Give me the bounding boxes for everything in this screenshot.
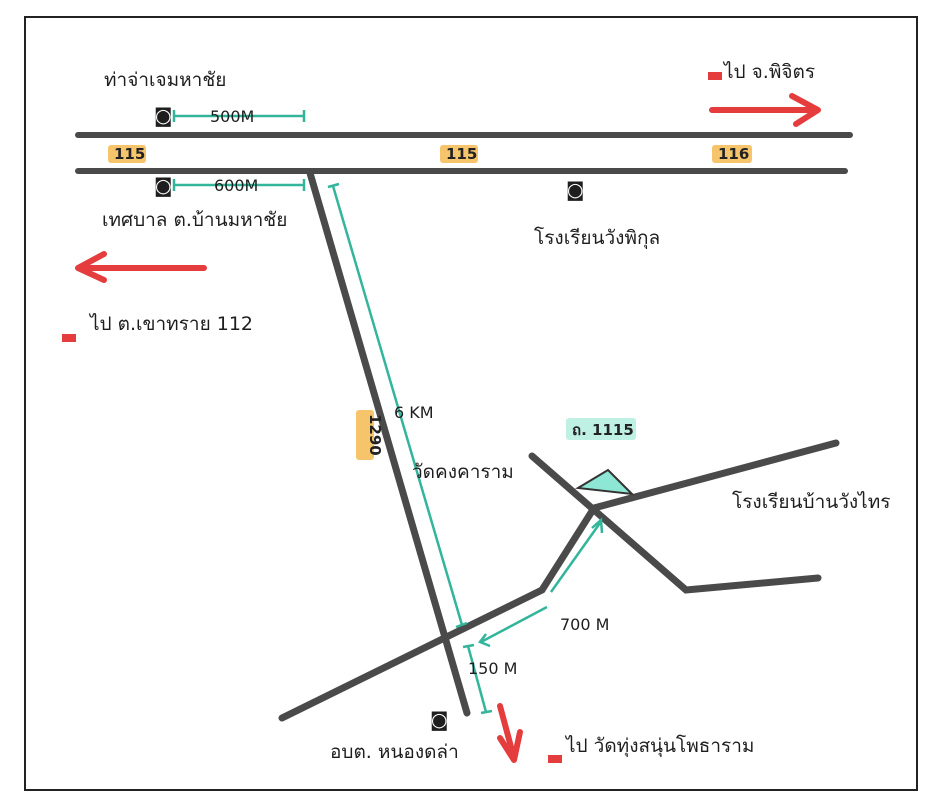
measure-diag (478, 517, 604, 648)
label-to-left: ไป ต.เขาทราย 112 (88, 313, 253, 335)
distance-vertical: 6 KM (394, 403, 434, 422)
road-no-2: 115 (446, 145, 477, 163)
marker-bottom-icon (548, 755, 562, 763)
landmark-icon-2: ◙ (154, 175, 172, 197)
label-left-office: เทศบาล ต.บ้านมหาชัย (102, 209, 287, 231)
distance-below-left: 600M (214, 176, 258, 195)
landmark-icon-3: ◙ (566, 179, 584, 201)
road-no-bg-1 (108, 145, 146, 163)
label-top-left-office: ท่าจ่าเจมหาชัย (104, 69, 226, 91)
junction-triangle (574, 468, 635, 496)
label-bottom-office: อบต. หนองดล่า (330, 741, 459, 763)
label-temple: วัดคงคาราม (412, 461, 514, 483)
landmark-icon-1: ◙ (154, 105, 172, 127)
label-school-right: โรงเรียนบ้านวังไทร (732, 490, 890, 513)
road-no-bg-3 (712, 145, 752, 163)
road-no-bg-vertical (356, 410, 374, 460)
label-to-bottom: ไป วัดทุ่งสนุ่นโพธาราม (564, 734, 754, 758)
road-no-branch: ถ. 1115 (572, 421, 634, 439)
distance-short: 150 M (468, 659, 517, 678)
distance-diag: 700 M (560, 615, 609, 634)
road-no-1: 115 (114, 145, 145, 163)
marker-left-icon (62, 334, 76, 342)
marker-phichit-icon (708, 72, 722, 80)
lower-road (278, 586, 546, 722)
road-no-bg-branch (566, 418, 636, 440)
landmark-icon-4: ◙ (430, 709, 448, 731)
arrow-down-icon (497, 703, 523, 763)
branch-road-cross (528, 452, 822, 594)
branch-road-right (590, 439, 840, 512)
arrow-left-icon (75, 251, 207, 283)
road-no-3: 116 (718, 145, 749, 163)
road-no-bg-2 (440, 145, 478, 163)
branch-road-connector (538, 504, 598, 594)
label-to-phichit: ไป จ.พิจิตร (722, 61, 815, 83)
measure-short (462, 643, 493, 715)
measure-below-left (172, 179, 306, 191)
road-no-vertical: 1290 (366, 414, 384, 456)
map-frame (24, 16, 918, 791)
arrow-right-icon (709, 93, 821, 127)
measure-vertical (327, 182, 468, 629)
distance-top-left: 500M (210, 107, 254, 126)
label-school-top: โรงเรียนวังพิกุล (534, 226, 660, 250)
measure-top-left (172, 110, 306, 122)
vertical-road (306, 169, 471, 717)
